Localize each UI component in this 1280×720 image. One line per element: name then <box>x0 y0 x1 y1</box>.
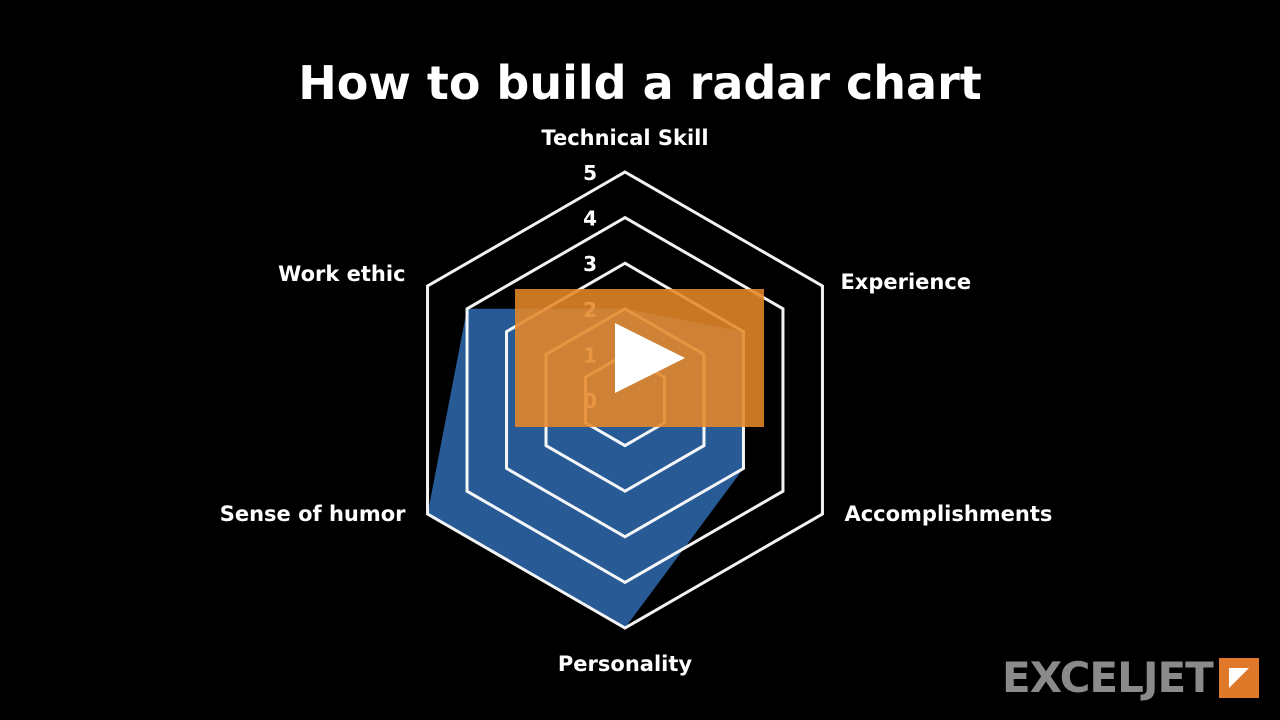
axis-label: Experience <box>840 270 971 294</box>
axis-label: Personality <box>558 652 692 676</box>
axis-label: Accomplishments <box>844 502 1052 526</box>
axis-label: Technical Skill <box>541 126 708 150</box>
video-play-button[interactable] <box>515 289 764 427</box>
axis-label: Sense of humor <box>220 502 406 526</box>
page-title: How to build a radar chart <box>298 56 982 110</box>
logo-text: EXCELJET <box>1002 653 1214 702</box>
axis-label: Work ethic <box>278 262 405 286</box>
play-icon <box>615 323 685 393</box>
tick-label: 3 <box>583 252 597 276</box>
tick-label: 5 <box>583 161 597 185</box>
exceljet-logo: EXCELJET <box>1002 654 1259 702</box>
logo-mark-icon <box>1218 658 1259 698</box>
tick-label: 4 <box>583 207 597 231</box>
grid-ring-4 <box>465 215 785 585</box>
grid-ring-5 <box>426 170 824 630</box>
